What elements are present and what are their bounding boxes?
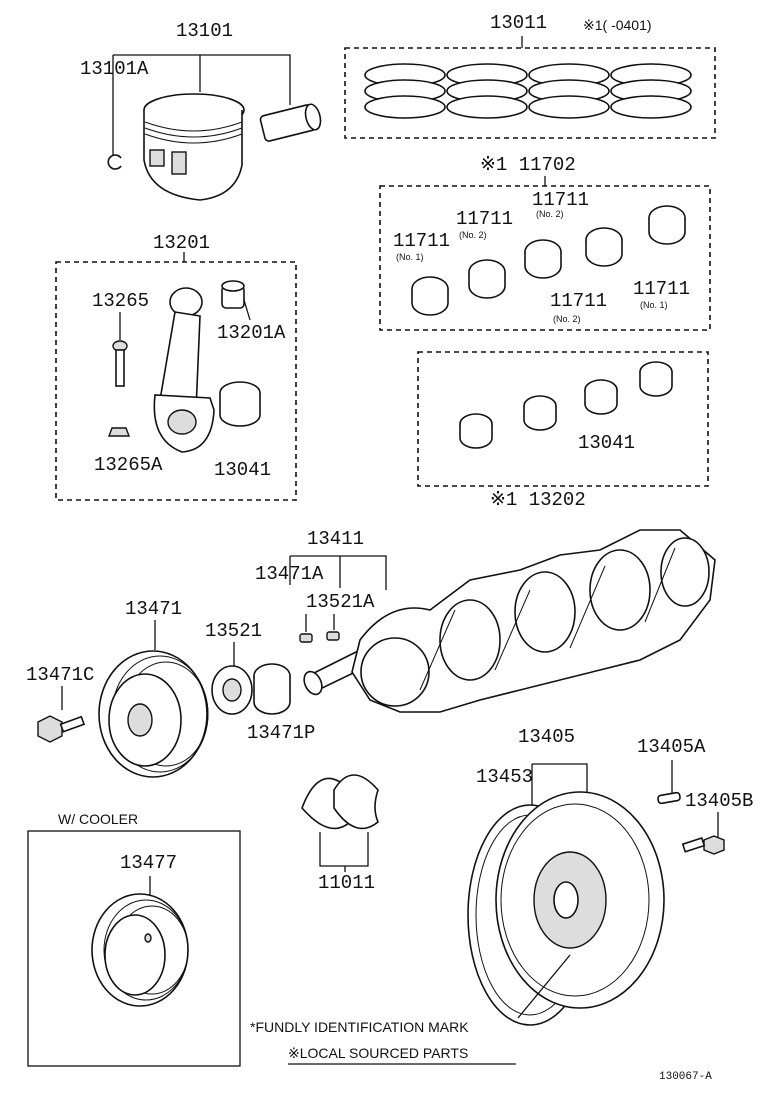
label-13202: ※1 13202 bbox=[490, 489, 586, 511]
small-end-bushing bbox=[221, 280, 245, 309]
leader-11011 bbox=[319, 832, 369, 872]
cooler-box bbox=[27, 830, 241, 1067]
label-13405B: 13405B bbox=[685, 790, 753, 812]
thrust-washers bbox=[301, 774, 379, 830]
snap-ring bbox=[107, 154, 122, 170]
leader-13411 bbox=[289, 555, 387, 590]
leader-pulley bbox=[61, 620, 235, 710]
label-13101A: 13101A bbox=[80, 58, 149, 80]
label-13041-a: 13041 bbox=[214, 459, 271, 481]
pulley-bolt bbox=[37, 715, 86, 743]
label-13453: 13453 bbox=[476, 766, 533, 788]
sublabel-11711-b: (No. 2) bbox=[459, 230, 487, 240]
label-11711-d: 11711 bbox=[550, 290, 607, 312]
leader-13101 bbox=[112, 54, 291, 158]
rod-bolt bbox=[112, 340, 128, 387]
label-13265A: 13265A bbox=[94, 454, 163, 476]
label-11711-c: 11711 bbox=[532, 189, 589, 211]
connecting-rod-box bbox=[55, 261, 297, 501]
main-bearing-shells bbox=[411, 205, 686, 316]
label-11711-e: 11711 bbox=[633, 278, 690, 300]
label-13521A: 13521A bbox=[306, 591, 375, 613]
label-13041-b: 13041 bbox=[578, 432, 635, 454]
crank-pulley-group: 13471 13521 13471C 13471P bbox=[26, 598, 315, 778]
crankshaft bbox=[303, 529, 716, 713]
piston-pin bbox=[259, 103, 322, 142]
woodruff-keys bbox=[299, 631, 340, 643]
label-13411: 13411 bbox=[307, 528, 364, 550]
sublabel-11711-e: (No. 1) bbox=[640, 300, 668, 310]
ring-set-box bbox=[344, 47, 716, 139]
leader-keys bbox=[305, 614, 335, 632]
thrust-washer-group: 11011 bbox=[301, 774, 379, 894]
leader-fundly-mark bbox=[517, 954, 571, 1019]
flywheel bbox=[495, 791, 665, 1009]
flywheel-group: 13405 13405A 13453 13405B bbox=[467, 726, 753, 1026]
sublabel-11711-c: (No. 2) bbox=[536, 209, 564, 219]
crank-spacer bbox=[253, 663, 291, 715]
rod-bearing-box bbox=[417, 351, 709, 487]
crank-pulley bbox=[98, 650, 209, 778]
label-13405A: 13405A bbox=[637, 736, 706, 758]
crank-timing-gear bbox=[211, 665, 253, 715]
sublabel-11711-d: (No. 2) bbox=[553, 314, 581, 324]
rod-nut bbox=[107, 427, 131, 437]
label-11711-a: 11711 bbox=[393, 230, 450, 252]
cooler-caption: W/ COOLER bbox=[58, 811, 138, 827]
label-13521: 13521 bbox=[205, 620, 262, 642]
leader-13405 bbox=[531, 763, 588, 810]
footnotes: *FUNDLY IDENTIFICATION MARK ※LOCAL SOURC… bbox=[250, 1019, 712, 1083]
label-13471C: 13471C bbox=[26, 664, 94, 686]
leader-13201A bbox=[243, 299, 251, 321]
main-bearing-group: ※1 11702 11711 (No. 1) 11711 (No. 2) 117… bbox=[379, 154, 711, 331]
label-13011: 13011 bbox=[490, 12, 547, 34]
label-11711-b: 11711 bbox=[456, 208, 513, 230]
label-13471P: 13471P bbox=[247, 722, 315, 744]
note-local: ※LOCAL SOURCED PARTS bbox=[288, 1045, 468, 1061]
piston-group: 13101 13101A bbox=[80, 20, 322, 201]
label-13477: 13477 bbox=[120, 852, 177, 874]
note-fundly: *FUNDLY IDENTIFICATION MARK bbox=[250, 1019, 469, 1035]
label-13201A: 13201A bbox=[217, 322, 286, 344]
rod-bearing-set-group: 13041 ※1 13202 bbox=[417, 351, 709, 511]
diagram-reference: 130067-A bbox=[659, 1071, 712, 1083]
rod-bearing-shells bbox=[459, 361, 673, 449]
label-11011: 11011 bbox=[318, 872, 375, 894]
connecting-rod bbox=[153, 287, 215, 453]
cooler-pulley bbox=[91, 893, 189, 1007]
crankshaft-group: 13411 13471A 13521A bbox=[255, 528, 716, 713]
label-13101: 13101 bbox=[176, 20, 233, 42]
label-13265: 13265 bbox=[92, 290, 149, 312]
dowel-pin bbox=[657, 791, 681, 805]
label-11702: ※1 11702 bbox=[480, 154, 576, 176]
ring-set-group: 13011 ※1( -0401) bbox=[344, 12, 716, 139]
piston-rings bbox=[364, 63, 692, 119]
label-13201: 13201 bbox=[153, 232, 210, 254]
rod-bearing bbox=[219, 381, 261, 427]
leader-flywheel-bolts bbox=[671, 760, 719, 840]
cooler-group: W/ COOLER 13477 bbox=[27, 811, 241, 1067]
sublabel-11711-a: (No. 1) bbox=[396, 252, 424, 262]
note-13011: ※1( -0401) bbox=[583, 17, 652, 33]
piston bbox=[143, 93, 245, 201]
connecting-rod-group: 13201 13265 13201A 13265A 13041 bbox=[55, 232, 297, 501]
flywheel-bolt bbox=[681, 835, 725, 855]
label-13405: 13405 bbox=[518, 726, 575, 748]
main-bearing-box bbox=[379, 185, 711, 331]
label-13471: 13471 bbox=[125, 598, 182, 620]
